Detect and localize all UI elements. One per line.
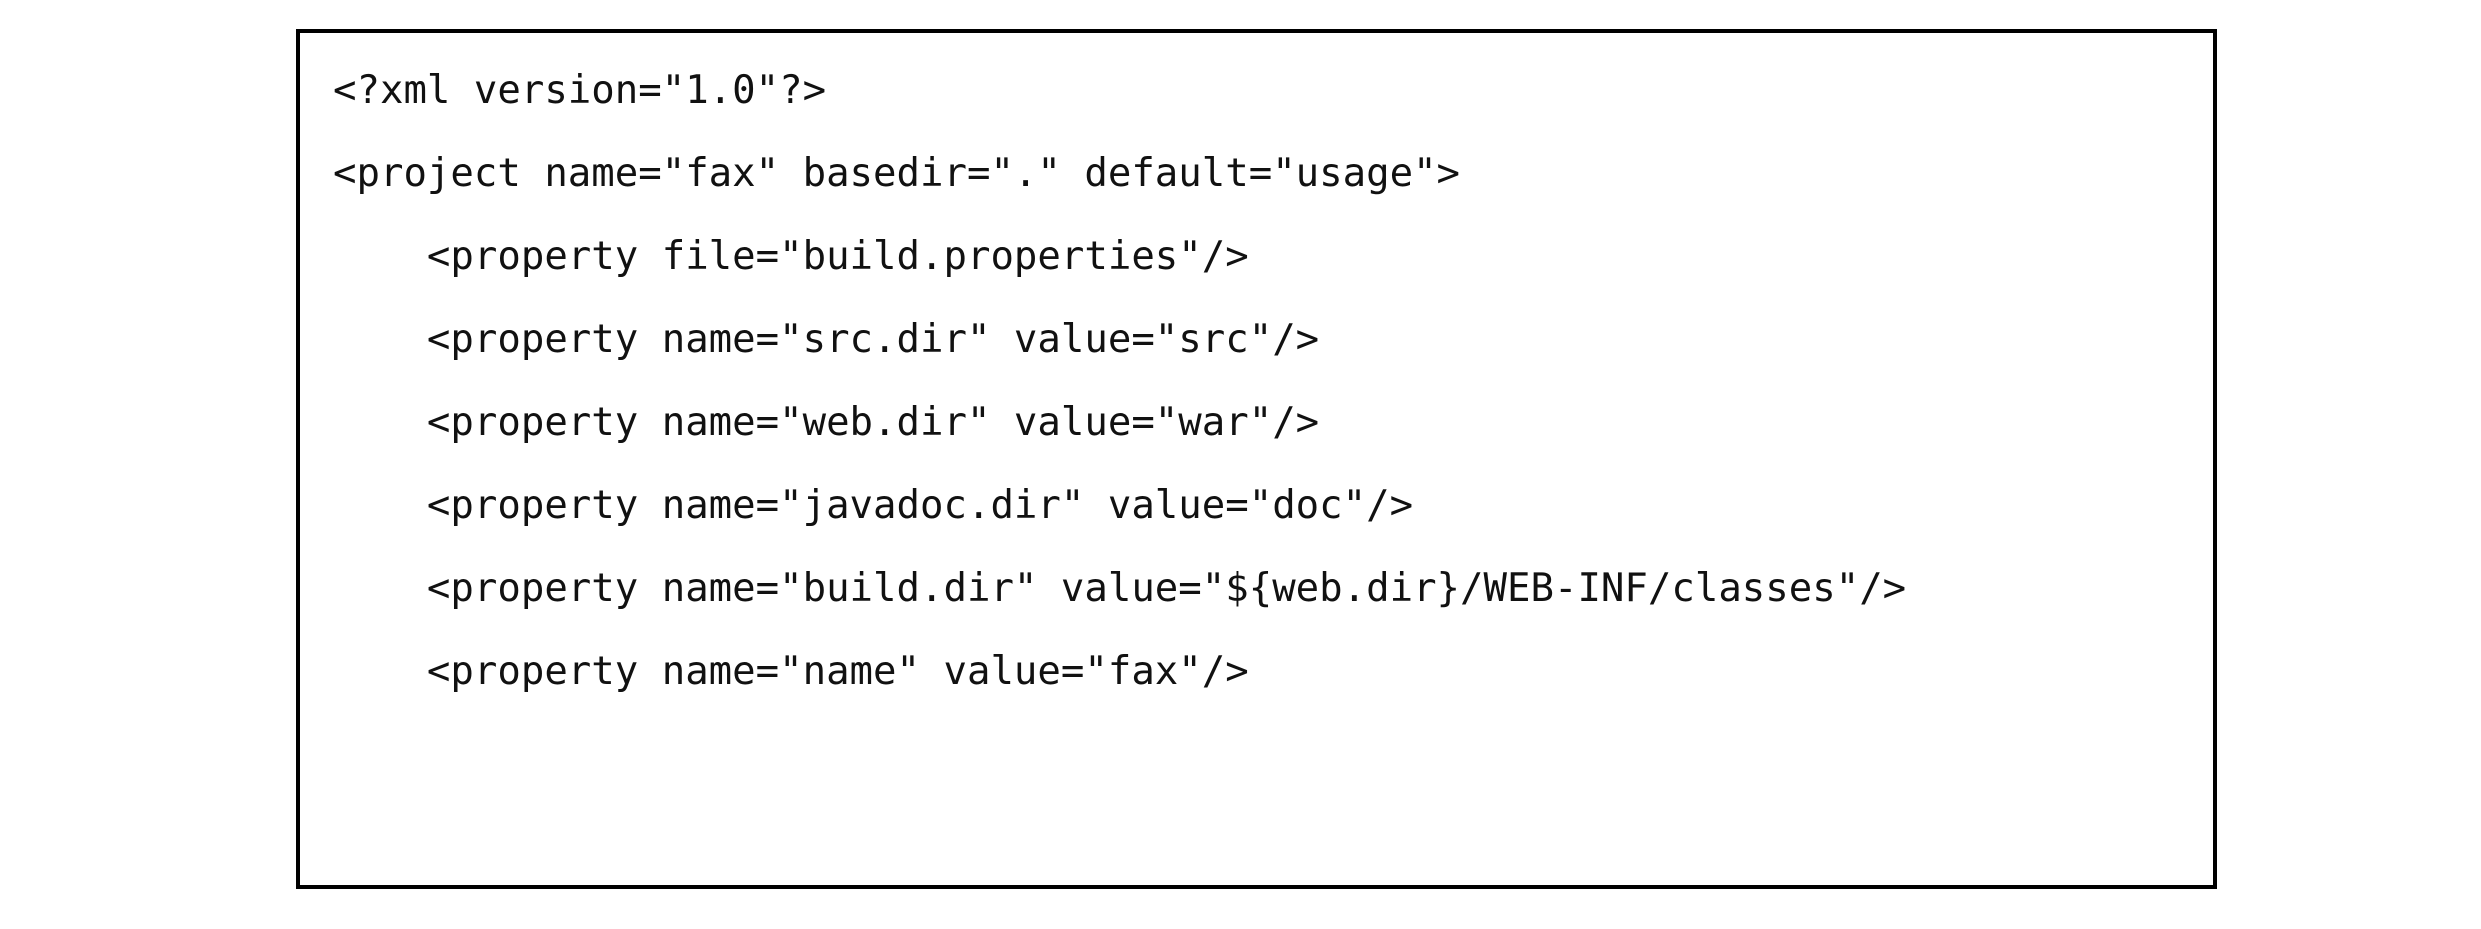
code-line-property-build-dir: <property name="build.dir" value="${web.… [333, 566, 1907, 611]
code-line-property-javadoc-dir: <property name="javadoc.dir" value="doc"… [333, 483, 1414, 528]
code-line-xml-declaration: <?xml version="1.0"?> [333, 68, 827, 113]
code-listing-box: <?xml version="1.0"?> <project name="fax… [296, 29, 2217, 889]
code-line-property-src-dir: <property name="src.dir" value="src"/> [333, 317, 1320, 362]
code-line-property-web-dir: <property name="web.dir" value="war"/> [333, 400, 1320, 445]
code-line-property-file: <property file="build.properties"/> [333, 234, 1249, 279]
code-listing: <?xml version="1.0"?> <project name="fax… [333, 33, 1906, 694]
code-line-project-open: <project name="fax" basedir="." default=… [333, 151, 1461, 196]
code-line-property-name: <property name="name" value="fax"/> [333, 649, 1249, 694]
